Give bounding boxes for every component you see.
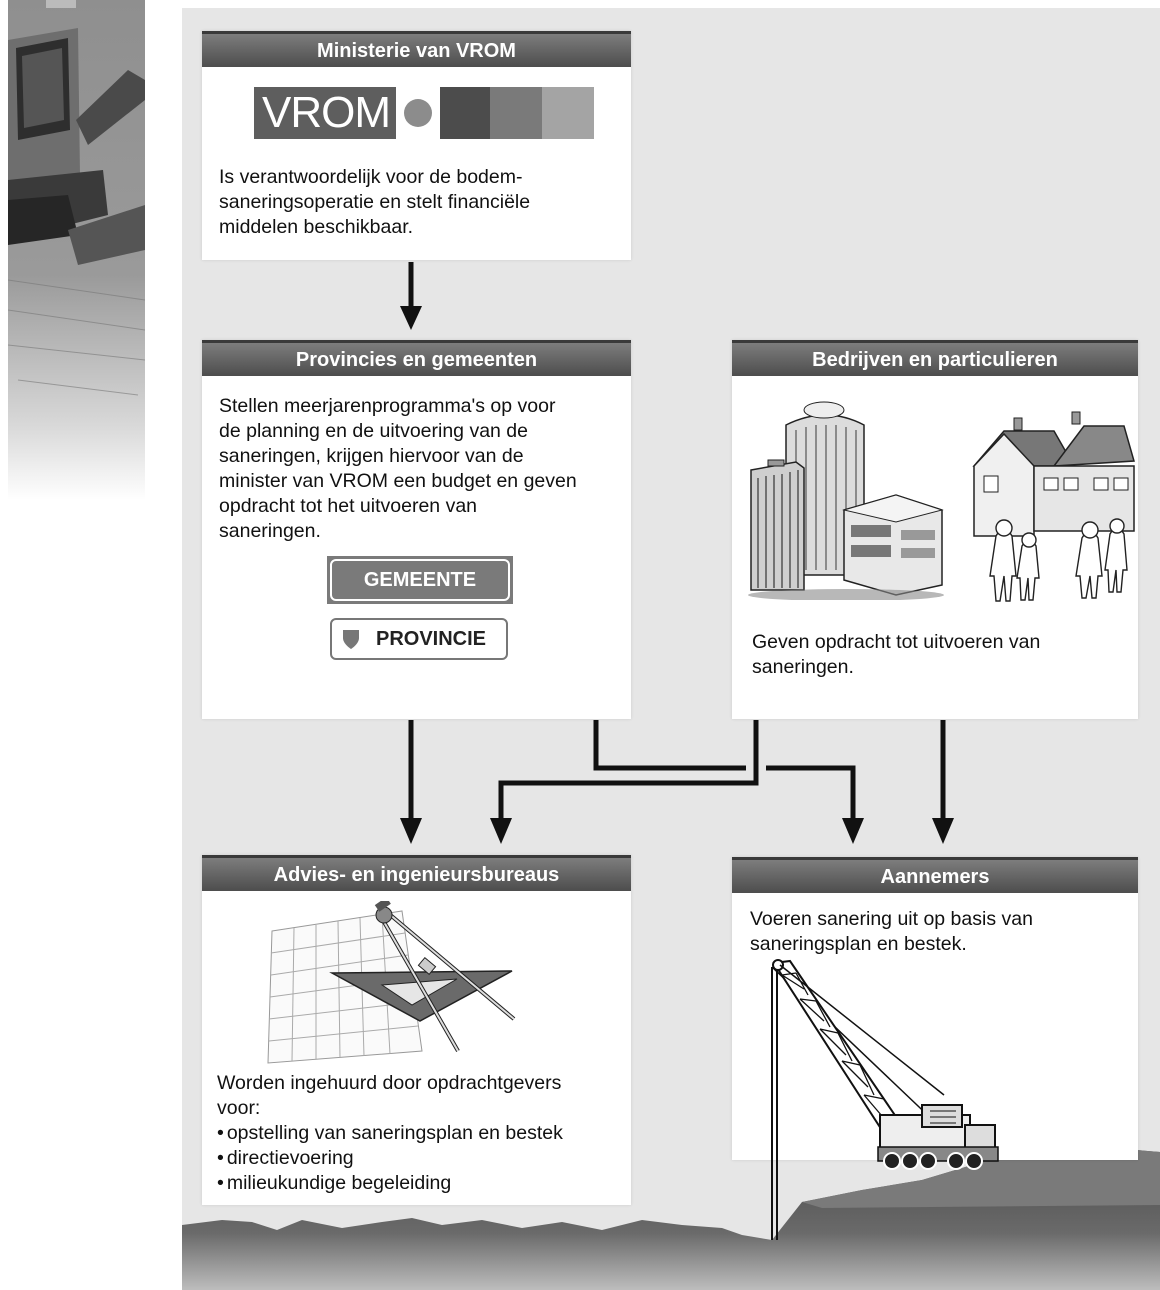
- grid-compass-triangle: [267, 901, 516, 1064]
- provincie-label: PROVINCIE: [376, 627, 487, 650]
- box-bedrijven: Bedrijven en particulieren: [732, 340, 1138, 719]
- gemeente-sign: GEMEENTE: [327, 556, 513, 604]
- text-line: middelen beschikbaar.: [219, 216, 414, 238]
- box-ministerie: Ministerie van VROM VROM Is verantwoorde…: [202, 31, 631, 260]
- text-line: Geven opdracht tot uitvoeren van: [752, 631, 1041, 653]
- office-buildings: [748, 401, 944, 600]
- text-line: saneringen.: [752, 656, 854, 678]
- text-line: Is verantwoordelijk voor de bodem-: [219, 166, 523, 188]
- text-line: de planning en de uitvoering van de: [219, 420, 528, 442]
- box-advies: Advies- en ingenieursbureaus Worden inge…: [202, 855, 631, 1205]
- box-title: Ministerie van VROM: [202, 31, 631, 67]
- text-line: minister van VROM een budget en geven: [219, 470, 577, 492]
- gemeente-label: GEMEENTE: [330, 559, 510, 601]
- box-description: Voeren sanering uit op basis van sanerin…: [750, 907, 1033, 957]
- text-line: saneringen.: [219, 520, 321, 542]
- box-title: Advies- en ingenieursbureaus: [202, 855, 631, 891]
- box-title: Bedrijven en particulieren: [732, 340, 1138, 376]
- box-description: Worden ingehuurd door opdrachtgevers voo…: [217, 1071, 563, 1196]
- logo-square-light: [542, 87, 594, 139]
- text-line: Stellen meerjarenprogramma's op voor: [219, 395, 556, 417]
- houses-and-people: [972, 411, 1135, 602]
- logo-dot-icon: [404, 99, 432, 127]
- text-line: saneringsplan en bestek.: [750, 933, 967, 955]
- box-title: Provincies en gemeenten: [202, 340, 631, 376]
- shield-icon: [343, 630, 359, 649]
- ground-terrain: [182, 1148, 1160, 1290]
- logo-square-dark: [440, 87, 490, 139]
- text-line: Voeren sanering uit op basis van: [750, 908, 1033, 930]
- text-line: Worden ingehuurd door opdrachtgevers: [217, 1072, 562, 1094]
- excavator-photo: [8, 0, 145, 500]
- vrom-logo-text: VROM: [254, 87, 396, 139]
- list-item: opstelling van saneringsplan en bestek: [217, 1121, 563, 1146]
- box-description: Stellen meerjarenprogramma's op voor de …: [219, 394, 577, 544]
- text-line: opdracht tot het uitvoeren van: [219, 495, 478, 517]
- box-description: Geven opdracht tot uitvoeren van sanerin…: [752, 630, 1040, 680]
- box-title: Aannemers: [732, 857, 1138, 893]
- list-item: milieukundige begeleiding: [217, 1171, 563, 1196]
- text-line: saneringen, krijgen hiervoor van de: [219, 445, 524, 467]
- provincie-sign: PROVINCIE: [330, 618, 508, 660]
- text-line: voor:: [217, 1097, 261, 1119]
- text-line: saneringsoperatie en stelt financiële: [219, 191, 531, 213]
- box-provincies: Provincies en gemeenten Stellen meerjare…: [202, 340, 631, 719]
- bullet-list: opstelling van saneringsplan en bestek d…: [217, 1121, 563, 1196]
- crawler-crane: [771, 959, 999, 1240]
- logo-square-mid: [490, 87, 542, 139]
- box-description: Is verantwoordelijk voor de bodem- saner…: [219, 165, 530, 240]
- list-item: directievoering: [217, 1146, 563, 1171]
- vrom-logo: VROM: [254, 87, 594, 139]
